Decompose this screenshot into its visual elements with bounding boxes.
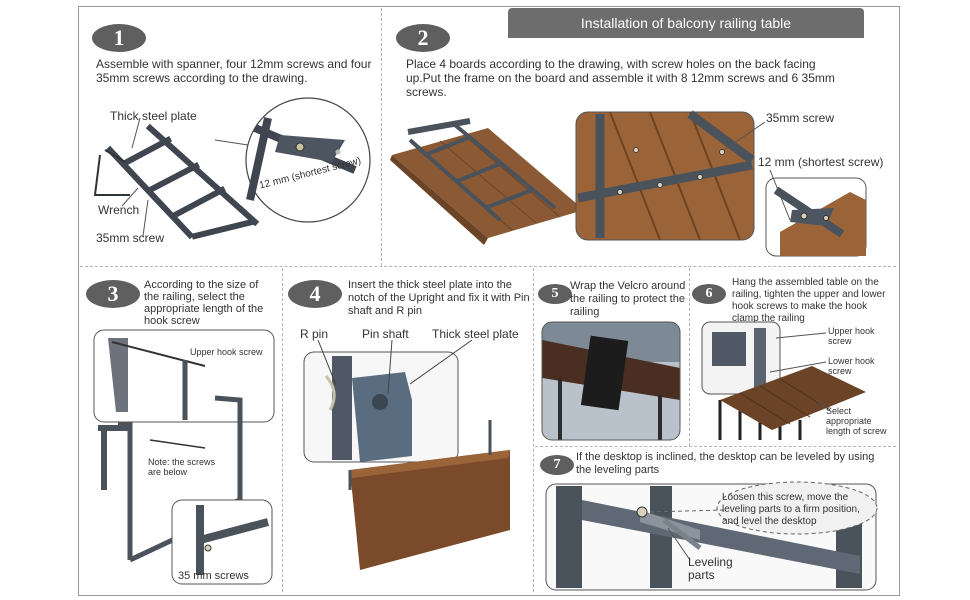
step-4-illustration [303,339,510,570]
step-1-badge: 1 [92,24,146,52]
step-1-illustration [93,97,371,240]
step-2-label-12mm: 12 mm (shortest screw) [758,155,884,169]
step-4-badge: 4 [288,280,342,308]
step-6-label-upper: Upper hook screw [828,326,875,346]
step-2-label-35mm: 35mm screw [766,111,835,125]
step-7-label-leveling: Leveling parts [688,555,733,582]
step-4-label-plate: Thick steel plate [432,327,519,341]
step-2-badge: 2 [396,24,450,52]
step-3-illustration [93,329,275,585]
step-6-illustration [701,321,866,440]
step-6-label-select: Select appropriate length of screw [826,406,887,436]
step-5-badge: 5 [538,284,572,304]
step-4-text: Insert the thick steel plate into the no… [348,279,530,317]
page-title: Installation of balcony railing table [508,8,864,38]
step-5-text: Wrap the Velcro around the railing to pr… [570,280,686,318]
step-3-label-note: Note: the screws are below [148,457,216,477]
step-6-badge: 6 [692,284,726,304]
step-7-text: If the desktop is inclined, the desktop … [576,451,875,476]
divider [381,8,382,266]
step-1-text: Assemble with spanner, four 12mm screws … [96,57,372,85]
divider [80,266,896,267]
divider [282,268,283,592]
divider [535,446,896,447]
divider [533,268,534,592]
step-3-label-upper: Upper hook screw [190,347,263,357]
step-5-illustration [541,321,681,441]
step-6-text: Hang the assembled table on the railing,… [732,277,886,324]
step-1-label-35mm: 35mm screw [96,231,165,245]
divider [689,268,690,446]
step-4-label-rpin: R pin [300,327,329,341]
step-4-label-pinshaft: Pin shaft [362,327,409,341]
step-3-text: According to the size of the railing, se… [144,279,264,327]
step-3-label-35mm: 35 mm screws [178,570,249,582]
step-7-badge: 7 [540,455,574,475]
step-2-text: Place 4 boards according to the drawing,… [406,57,835,99]
step-3-badge: 3 [86,280,140,308]
step-2-illustration [390,110,867,257]
step-6-label-lower: Lower hook screw [828,356,875,376]
step-1-label-plate: Thick steel plate [110,109,197,123]
step-1-label-wrench: Wrench [98,203,140,217]
step-7-callout: Loosen this screw, move the leveling par… [722,492,860,527]
